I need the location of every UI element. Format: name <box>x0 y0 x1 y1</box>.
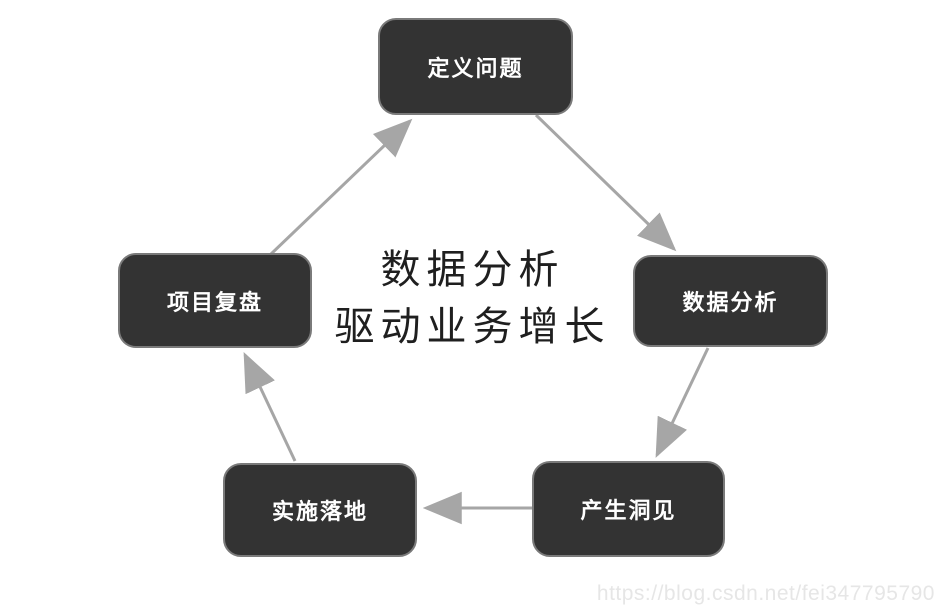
arrow-implement-to-project-review <box>243 352 297 462</box>
node-project-review: 项目复盘 <box>118 253 312 348</box>
node-label: 产生洞见 <box>580 498 677 523</box>
node-label: 项目复盘 <box>166 289 263 315</box>
node-label: 定义问题 <box>427 55 524 81</box>
arrow-project-review-to-define-problem <box>268 118 413 257</box>
diagram-title: 数据分析 驱动业务增长 <box>0 242 945 356</box>
diagram-title-line1: 数据分析 <box>380 248 565 292</box>
node-define-problem: 定义问题 <box>378 18 573 115</box>
node-label: 实施落地 <box>271 499 368 524</box>
arrow-define-problem-to-data-analysis <box>534 113 677 252</box>
watermark-url: https://blog.csdn.net/fei347795790 <box>596 582 935 605</box>
node-implement: 实施落地 <box>223 463 417 557</box>
node-data-analysis: 数据分析 <box>633 255 828 347</box>
diagram-title-line2: 驱动业务增长 <box>334 305 611 349</box>
arrow-data-analysis-to-generate-insight <box>655 347 710 458</box>
node-label: 数据分析 <box>682 290 779 315</box>
node-generate-insight: 产生洞见 <box>532 461 725 557</box>
